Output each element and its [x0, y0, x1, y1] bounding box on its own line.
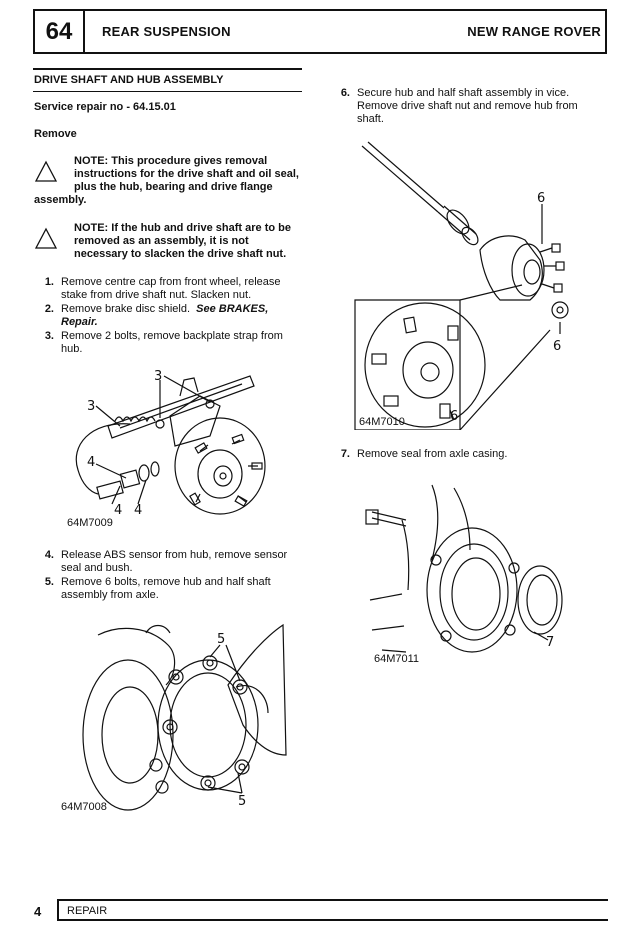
step-6-line-3: shaft.	[357, 113, 384, 125]
warning-triangle-icon	[34, 160, 58, 182]
note-1-line-4: assembly.	[34, 194, 87, 206]
step-1-line-2: stake from drive shaft nut. Slacken nut.	[61, 289, 252, 301]
remove-heading: Remove	[34, 128, 77, 140]
step-2-line-1: Remove brake disc shield. See BRAKES,	[61, 303, 268, 316]
heading-rule-bottom	[33, 91, 302, 92]
vehicle-name: NEW RANGE ROVER	[467, 24, 601, 39]
step-4-number: 4.	[44, 549, 54, 561]
callout-4-bottom-1: 4	[114, 503, 122, 518]
callout-3-top: 3	[154, 369, 162, 384]
step-5-number: 5.	[44, 576, 54, 588]
callout-4-bottom-2: 4	[134, 503, 142, 518]
note-1-line-1: NOTE: This procedure gives removal	[74, 155, 268, 167]
footer-rule-top	[57, 899, 608, 901]
brakes-repair-link[interactable]: See BRAKES,	[196, 303, 269, 315]
step-1-number: 1.	[44, 276, 54, 288]
figure-64m7009-backplate-strap: 3 3 4 4 4	[75, 369, 266, 518]
note-2-line-2: removed as an assembly, it is not	[74, 235, 249, 247]
step-4-line-1: Release ABS sensor from hub, remove sens…	[61, 549, 288, 561]
figure-code-64m7009: 64M7009	[67, 517, 113, 529]
service-repair-number: Service repair no - 64.15.01	[34, 101, 176, 113]
callout-7: 7	[546, 635, 554, 650]
callout-3-left: 3	[87, 399, 95, 414]
callout-6-nut: 6	[553, 339, 561, 354]
footer-label: REPAIR	[67, 905, 108, 917]
warning-triangle-icon	[34, 227, 58, 249]
section-number: 64	[33, 9, 85, 54]
step-4-line-2: seal and bush.	[61, 562, 133, 574]
heading-rule-top	[33, 68, 302, 70]
step-2-text: Remove brake disc shield.	[61, 303, 191, 315]
step-3-line-1: Remove 2 bolts, remove backplate strap f…	[61, 330, 283, 342]
figure-64m7011-axle-seal: 7	[365, 484, 563, 653]
step-2-number: 2.	[44, 303, 54, 315]
section-title: REAR SUSPENSION	[102, 24, 231, 39]
step-5-line-1: Remove 6 bolts, remove hub and half shaf…	[61, 576, 271, 588]
note-1-line-3: plus the hub, bearing and drive flange	[74, 181, 273, 193]
step-6-line-2: Remove drive shaft nut and remove hub fr…	[357, 100, 578, 112]
callout-4-left: 4	[87, 455, 95, 470]
footer-rule-left	[57, 899, 59, 921]
callout-5-bottom: 5	[238, 794, 246, 809]
step-6-number: 6.	[340, 87, 350, 99]
callout-6-inset: 6	[450, 409, 458, 424]
step-7-number: 7.	[340, 448, 350, 460]
figure-code-64m7008: 64M7008	[61, 801, 107, 813]
step-5-line-2: assembly from axle.	[61, 589, 159, 601]
page-number: 4	[34, 904, 42, 919]
figure-code-64m7011: 64M7011	[374, 653, 420, 665]
figure-64m7008-hub-bolts: 5 5	[82, 623, 287, 811]
note-1-line-2: instructions for the drive shaft and oil…	[74, 168, 299, 180]
step-2-ref-line-2[interactable]: Repair.	[61, 316, 98, 328]
callout-6-main: 6	[537, 191, 545, 206]
note-2-line-3: necessary to slacken the drive shaft nut…	[74, 248, 287, 260]
step-7-text: Remove seal from axle casing.	[357, 448, 508, 460]
footer-rule-bottom	[57, 919, 608, 921]
step-6-line-1: Secure hub and half shaft assembly in vi…	[357, 87, 570, 99]
figure-code-64m7010: 64M7010	[359, 416, 405, 428]
note-2-line-1: NOTE: If the hub and drive shaft are to …	[74, 222, 291, 234]
callout-5-top: 5	[217, 632, 225, 647]
step-3-line-2: hub.	[61, 343, 83, 355]
step-1-line-1: Remove centre cap from front wheel, rele…	[61, 276, 281, 288]
section-heading: DRIVE SHAFT AND HUB ASSEMBLY	[34, 74, 224, 86]
figure-64m7010-half-shaft: 6 6 6	[354, 141, 569, 430]
step-3-number: 3.	[44, 330, 54, 342]
